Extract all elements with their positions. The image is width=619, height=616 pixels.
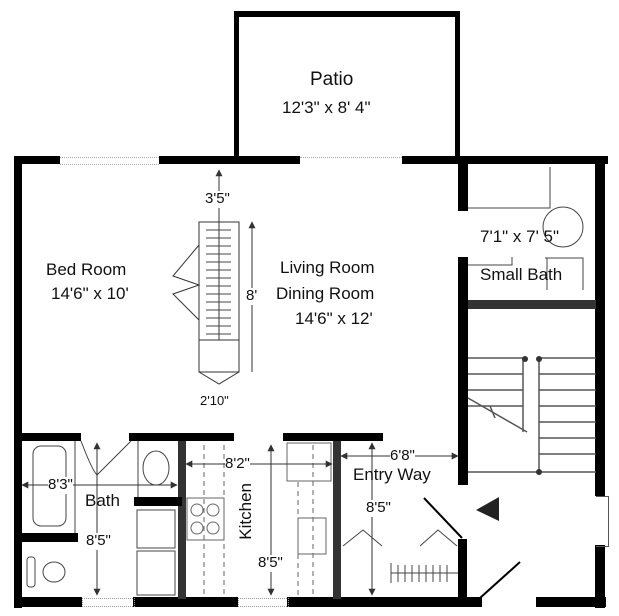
top-wall-right [402, 156, 608, 164]
kitchen-top-wall-right [283, 433, 383, 441]
bath-kitchen-divider [178, 441, 186, 599]
small-bath-bottom-wall [468, 300, 596, 309]
window-bath [82, 598, 135, 607]
patio-wall-left [234, 11, 239, 158]
patio-door-opening [300, 157, 402, 164]
living-label-2: Dining Room [276, 284, 375, 303]
right-outer-wall-lower [595, 545, 605, 608]
bath-fixtures [26, 440, 176, 596]
entry-width-dim: 6'8" [390, 447, 415, 465]
closet-top-dim: 3'5" [205, 190, 230, 208]
bottom-wall-1 [14, 597, 82, 607]
bottom-wall-4 [536, 597, 606, 607]
top-wall-mid [159, 156, 300, 164]
entry-triangle-icon [476, 497, 499, 521]
window-kitchen [238, 598, 289, 607]
stair-wall-bottom-stub [458, 437, 468, 485]
entry-length-dim: 8'5" [366, 499, 391, 517]
bath-top-wall-left [14, 433, 81, 441]
kitchen-width-dim: 8'2" [225, 455, 250, 473]
top-wall-left [14, 156, 60, 164]
small-bath-wall-top [458, 156, 468, 211]
kitchen-label: Kitchen [236, 482, 256, 540]
entry-closet-bottom [458, 597, 482, 607]
living-size: 14'6" x 12' [295, 309, 373, 328]
kitchen-entry-divider [333, 441, 341, 599]
entry-closet-right-wall [458, 539, 467, 599]
bath-width-dim: 8'3" [48, 476, 73, 494]
window-bedroom [60, 157, 159, 165]
kitchen-length-dim: 8'5" [258, 554, 283, 572]
small-bath-wall-lower [458, 257, 468, 437]
bedroom-label: Bed Room [46, 260, 127, 279]
stair-posts [522, 356, 542, 475]
bath-top-wall-right [129, 433, 234, 441]
living-label-1: Living Room [280, 258, 375, 277]
bottom-wall-3 [287, 597, 482, 607]
bottom-wall-2 [133, 597, 238, 607]
patio-wall-right [455, 11, 460, 158]
tub-bottom-wall [22, 533, 78, 542]
patio-wall-top [234, 11, 460, 17]
stove [186, 442, 332, 555]
small-bath-label: Small Bath [480, 265, 563, 284]
kitchen-fixtures [203, 445, 314, 595]
side-window [596, 496, 609, 547]
bath-length-dim: 8'5" [86, 532, 111, 550]
closet-rod-shelves [206, 229, 231, 335]
patio-label: Patio [310, 69, 354, 90]
entry-closet [342, 529, 458, 583]
entry-label: Entry Way [353, 465, 431, 484]
closet-width-dim: 2'10" [200, 393, 229, 408]
bath-inner-stub [134, 497, 182, 506]
patio-size: 12'3" x 8' 4" [282, 98, 371, 117]
right-outer-wall-upper [595, 156, 605, 496]
bedroom-size: 14'6" x 10' [51, 284, 129, 303]
closet-length-dim: 8' [246, 287, 258, 305]
small-bath-size: 7'1" x 7' 5" [480, 227, 560, 246]
left-outer-wall [14, 156, 22, 608]
small-bath-fixtures [468, 167, 584, 290]
bath-label: Bath [85, 491, 120, 510]
staircase [467, 357, 596, 473]
